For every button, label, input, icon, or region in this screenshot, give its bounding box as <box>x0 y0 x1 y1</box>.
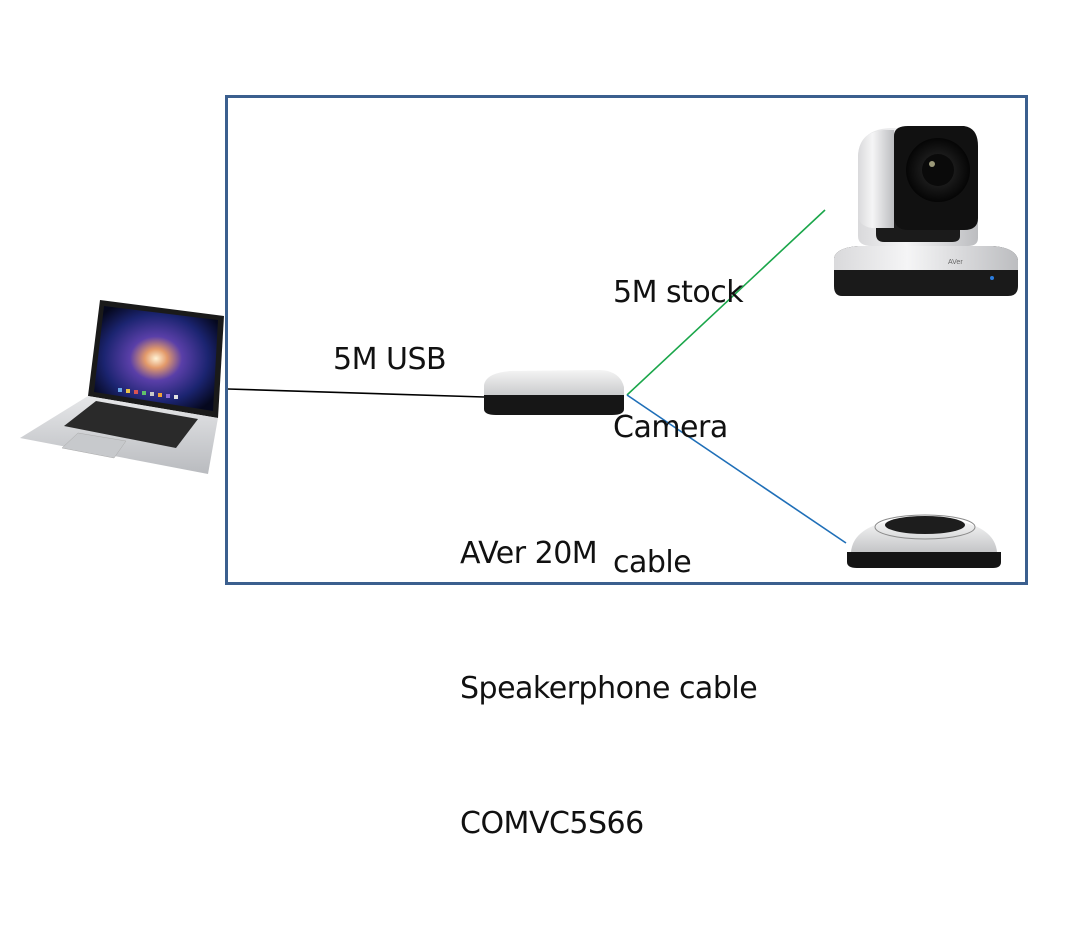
speakerphone-cable-label-line: AVer 20M <box>460 536 598 571</box>
ptz-camera-icon: AVer <box>834 126 1018 296</box>
camera-brand-logo: AVer <box>948 259 963 266</box>
diagram-canvas: AVer 5M USB 5M stock Camera cable AVer 2… <box>20 95 1028 841</box>
speakerphone-cable-line <box>626 394 847 544</box>
camera-cable-label-line: cable <box>613 545 692 580</box>
system-boundary-frame <box>225 95 1028 585</box>
camera-cable-line <box>626 209 826 396</box>
speakerphone-cable-label-line: COMVC5S66 <box>460 806 644 841</box>
speakerphone-cable-label: AVer 20M Speakerphone cable COMVC5S66 <box>460 441 758 936</box>
usb-hub-icon <box>484 370 624 415</box>
usb-cable-line <box>227 388 485 398</box>
connection-lines <box>227 209 847 544</box>
speakerphone-icon <box>847 514 1001 568</box>
usb-cable-label: 5M USB <box>333 342 447 377</box>
speakerphone-cable-label-line: Speakerphone cable <box>460 671 758 706</box>
camera-cable-label: 5M stock Camera cable <box>613 180 744 675</box>
camera-cable-label-line: 5M stock <box>613 275 744 310</box>
camera-cable-label-line: Camera <box>613 410 728 445</box>
laptop-icon <box>20 300 224 474</box>
